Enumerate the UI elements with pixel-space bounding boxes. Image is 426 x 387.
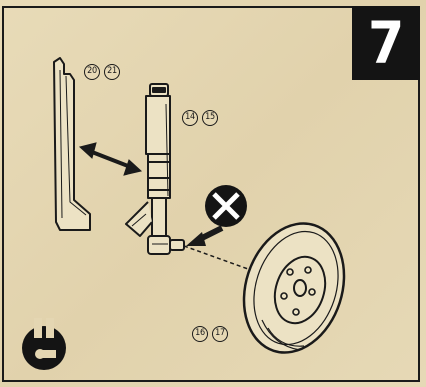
part-callout-16: 16 <box>192 326 208 342</box>
strut-cover-part <box>54 58 90 230</box>
part-callout-20: 20 <box>84 64 100 80</box>
step-number: 7 <box>368 14 404 72</box>
step-number-box: 7 <box>352 6 420 80</box>
no-glue-x-icon <box>205 185 247 227</box>
part-callout-14: 14 <box>182 110 198 126</box>
cement-icon <box>22 318 66 370</box>
wheel-part <box>228 210 360 365</box>
double-headed-arrow-icon <box>80 143 141 175</box>
part-callout-15: 15 <box>202 110 218 126</box>
insert-arrow-icon <box>186 228 222 246</box>
part-callout-17: 17 <box>212 326 228 342</box>
part-callout-21: 21 <box>104 64 120 80</box>
